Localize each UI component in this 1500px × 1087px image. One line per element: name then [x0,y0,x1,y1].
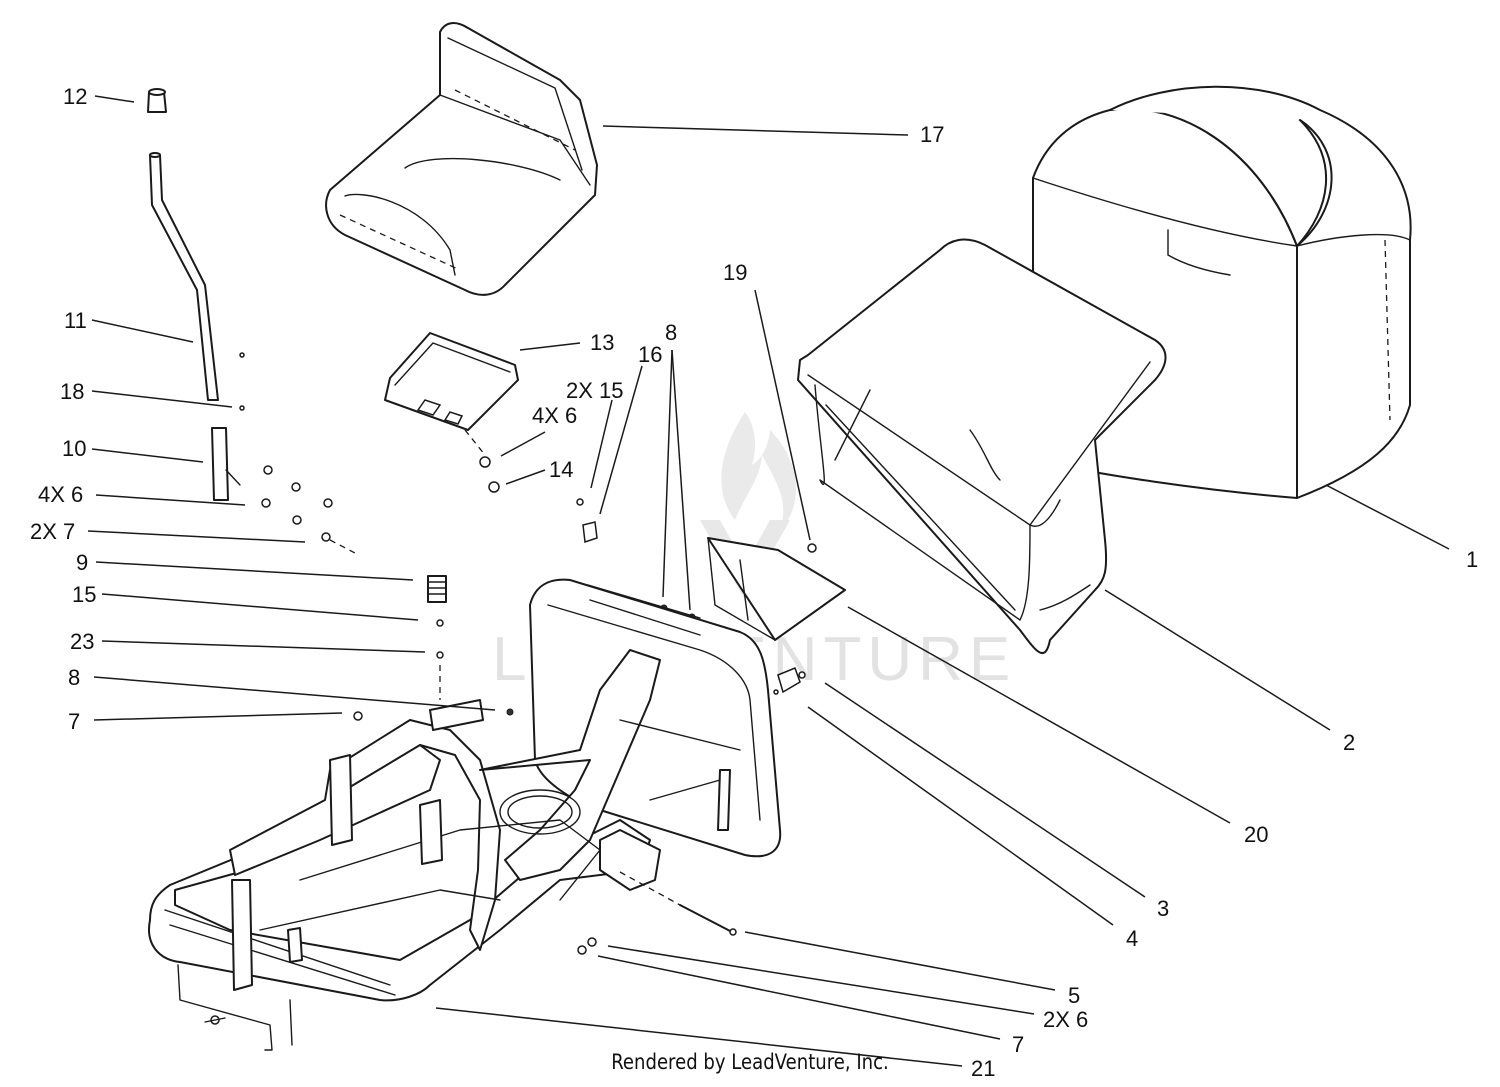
part-8-nut-left [506,708,514,716]
callout-4x6-center: 4X 6 [532,403,577,428]
callout-10: 10 [62,436,86,461]
part-5-bolt [679,904,733,933]
part-16-bracket [582,521,598,544]
part-11-lever [149,152,219,401]
part-6-washer-lower [587,937,597,947]
callout-19: 19 [723,260,747,285]
part-5-bolt-end [729,928,737,936]
leader-lines [87,95,1450,1067]
part-12-cap [147,88,167,113]
callout-3: 3 [1157,896,1169,921]
part-19-nut [807,543,817,553]
callout-16: 16 [638,342,662,367]
callout-9: 9 [76,550,88,575]
callout-2x6: 2X 6 [1043,1007,1088,1032]
part-9-spring [427,575,447,603]
callout-13: 13 [590,330,614,355]
callout-7-right: 7 [1012,1032,1024,1057]
part-6-washer-seat [479,456,491,468]
callout-11: 11 [64,308,87,333]
callout-4: 4 [1126,926,1138,951]
part-15-bolt [436,619,444,627]
callout-14: 14 [549,457,573,482]
callout-23: 23 [70,629,94,654]
part-7-nut-lower [577,945,587,955]
part-23-washer [436,651,444,659]
callout-labels: 12 17 11 18 10 4X 6 2X 7 9 15 23 8 7 19 … [30,84,1478,1081]
callout-15: 15 [72,582,96,607]
part-2-bag-frame [797,238,1167,654]
callout-2: 2 [1343,730,1355,755]
callout-18: 18 [60,379,84,404]
part-13-seat-pan [384,332,519,431]
callout-8-center: 8 [665,320,677,345]
part-17-seat [325,22,598,296]
callout-21: 21 [971,1056,995,1081]
part-7-nut-left [353,711,363,721]
callout-2x7: 2X 7 [30,519,75,544]
render-credit: Rendered by LeadVenture, Inc. [611,1050,889,1074]
part-14-knob [488,481,500,493]
callout-8-left: 8 [68,665,80,690]
part-15-bolt-upper [576,498,584,506]
pin-upper [239,352,245,358]
callout-12: 12 [63,84,87,109]
callout-17: 17 [920,122,944,147]
part-20-deflector [707,537,846,641]
part-10-mount [211,427,241,501]
hardware-washers [261,465,333,542]
callout-1: 1 [1466,547,1478,572]
callout-2x15: 2X 15 [566,378,624,403]
callout-4x6-left: 4X 6 [38,482,83,507]
callout-5: 5 [1068,983,1080,1008]
callout-7-left: 7 [68,709,80,734]
part-18-pin [239,405,245,411]
callout-20: 20 [1244,822,1268,847]
part-21-frame [148,578,782,1051]
